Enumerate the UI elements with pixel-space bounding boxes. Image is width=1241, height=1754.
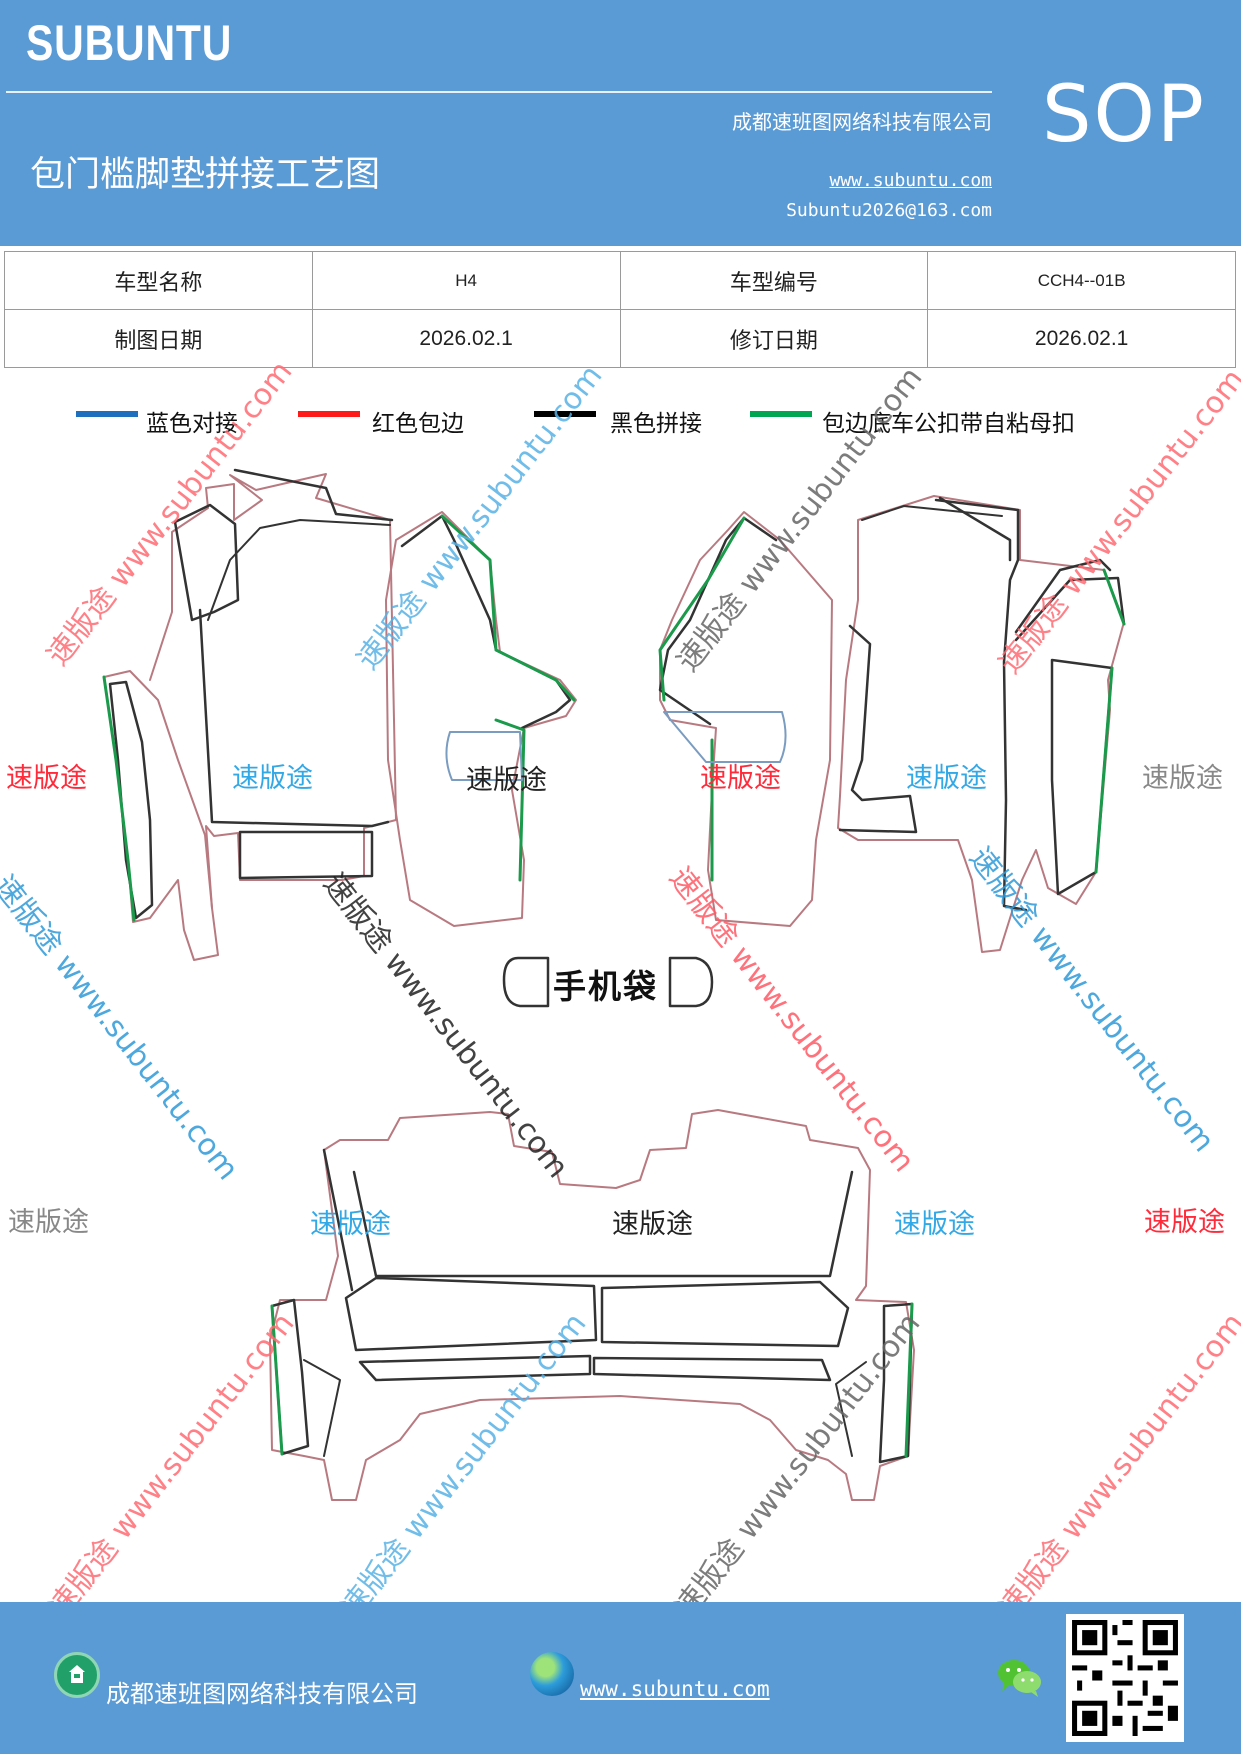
model-code-label: 车型编号	[619, 251, 929, 310]
home-icon	[54, 1652, 100, 1698]
vehicle-info-table: 车型名称 H4 车型编号 CCH4--01B 制图日期 2026.02.1 修订…	[4, 251, 1236, 368]
brand-mark: 速版途	[466, 765, 547, 796]
legend-label: 包边底车公扣带自粘母扣	[822, 411, 1075, 437]
home-glyph	[69, 1665, 85, 1683]
brand-mark: 速版途	[1144, 1207, 1225, 1238]
table-row: 制图日期 2026.02.1 修订日期 2026.02.1	[4, 309, 1236, 368]
draw-date-label: 制图日期	[4, 309, 313, 368]
footer-company-name: 成都速班图网络科技有限公司	[106, 1680, 418, 1708]
brand-logo: SUBUNTU	[26, 15, 233, 71]
rear-mat	[269, 1109, 915, 1501]
brand-mark: 速版途	[232, 763, 313, 794]
sop-badge: SOP	[1042, 70, 1206, 160]
draw-date-value: 2026.02.1	[311, 309, 621, 368]
legend-swatch-green	[750, 411, 812, 417]
document-title: 包门槛脚垫拼接工艺图	[30, 155, 381, 195]
right-center-mat	[658, 511, 833, 927]
revise-date-value: 2026.02.1	[927, 309, 1236, 368]
brand-mark: 速版途	[6, 763, 87, 794]
legend-swatch-blue	[76, 411, 138, 417]
phone-pocket-label: 手机袋	[553, 967, 658, 1006]
globe-icon	[530, 1652, 574, 1696]
header-divider	[6, 91, 992, 93]
table-row: 车型名称 H4 车型编号 CCH4--01B	[4, 251, 1236, 310]
website-link[interactable]: www.subuntu.com	[829, 170, 992, 191]
legend-swatch-red	[298, 411, 360, 417]
qr-code-pattern	[1072, 1620, 1178, 1736]
legend-swatch-black	[534, 411, 596, 417]
phone-pocket	[502, 956, 714, 1008]
model-code-value: CCH4--01B	[927, 251, 1236, 310]
floor-mat-diagram	[102, 468, 1126, 1501]
left-front-mat	[102, 468, 397, 961]
brand-mark: 速版途	[8, 1207, 89, 1238]
header: SUBUNTU 成都速班图网络科技有限公司 包门槛脚垫拼接工艺图 www.sub…	[0, 0, 1241, 246]
brand-mark: 速版途	[894, 1209, 975, 1240]
footer-website-link[interactable]: www.subuntu.com	[580, 1677, 770, 1701]
brand-mark: 速版途	[612, 1209, 693, 1240]
legend-label: 红色包边	[372, 411, 464, 437]
legend-label: 黑色拼接	[610, 411, 702, 437]
right-front-mat	[837, 495, 1126, 953]
brand-mark: 速版途	[906, 763, 987, 794]
brand-mark: 速版途	[310, 1209, 391, 1240]
model-name-label: 车型名称	[4, 251, 313, 310]
footer: 成都速班图网络科技有限公司 www.subuntu.com	[0, 1602, 1241, 1754]
brand-mark: 速版途	[1142, 763, 1223, 794]
revise-date-label: 修订日期	[619, 309, 929, 368]
contact-email: Subuntu2026@163.com	[786, 200, 992, 221]
wechat-icon[interactable]	[996, 1656, 1044, 1698]
left-center-mat	[385, 511, 577, 927]
legend-label: 蓝色对接	[146, 411, 238, 437]
model-name-value: H4	[311, 251, 621, 310]
qr-code	[1066, 1614, 1184, 1742]
brand-mark: 速版途	[700, 763, 781, 794]
company-name: 成都速班图网络科技有限公司	[732, 110, 992, 134]
